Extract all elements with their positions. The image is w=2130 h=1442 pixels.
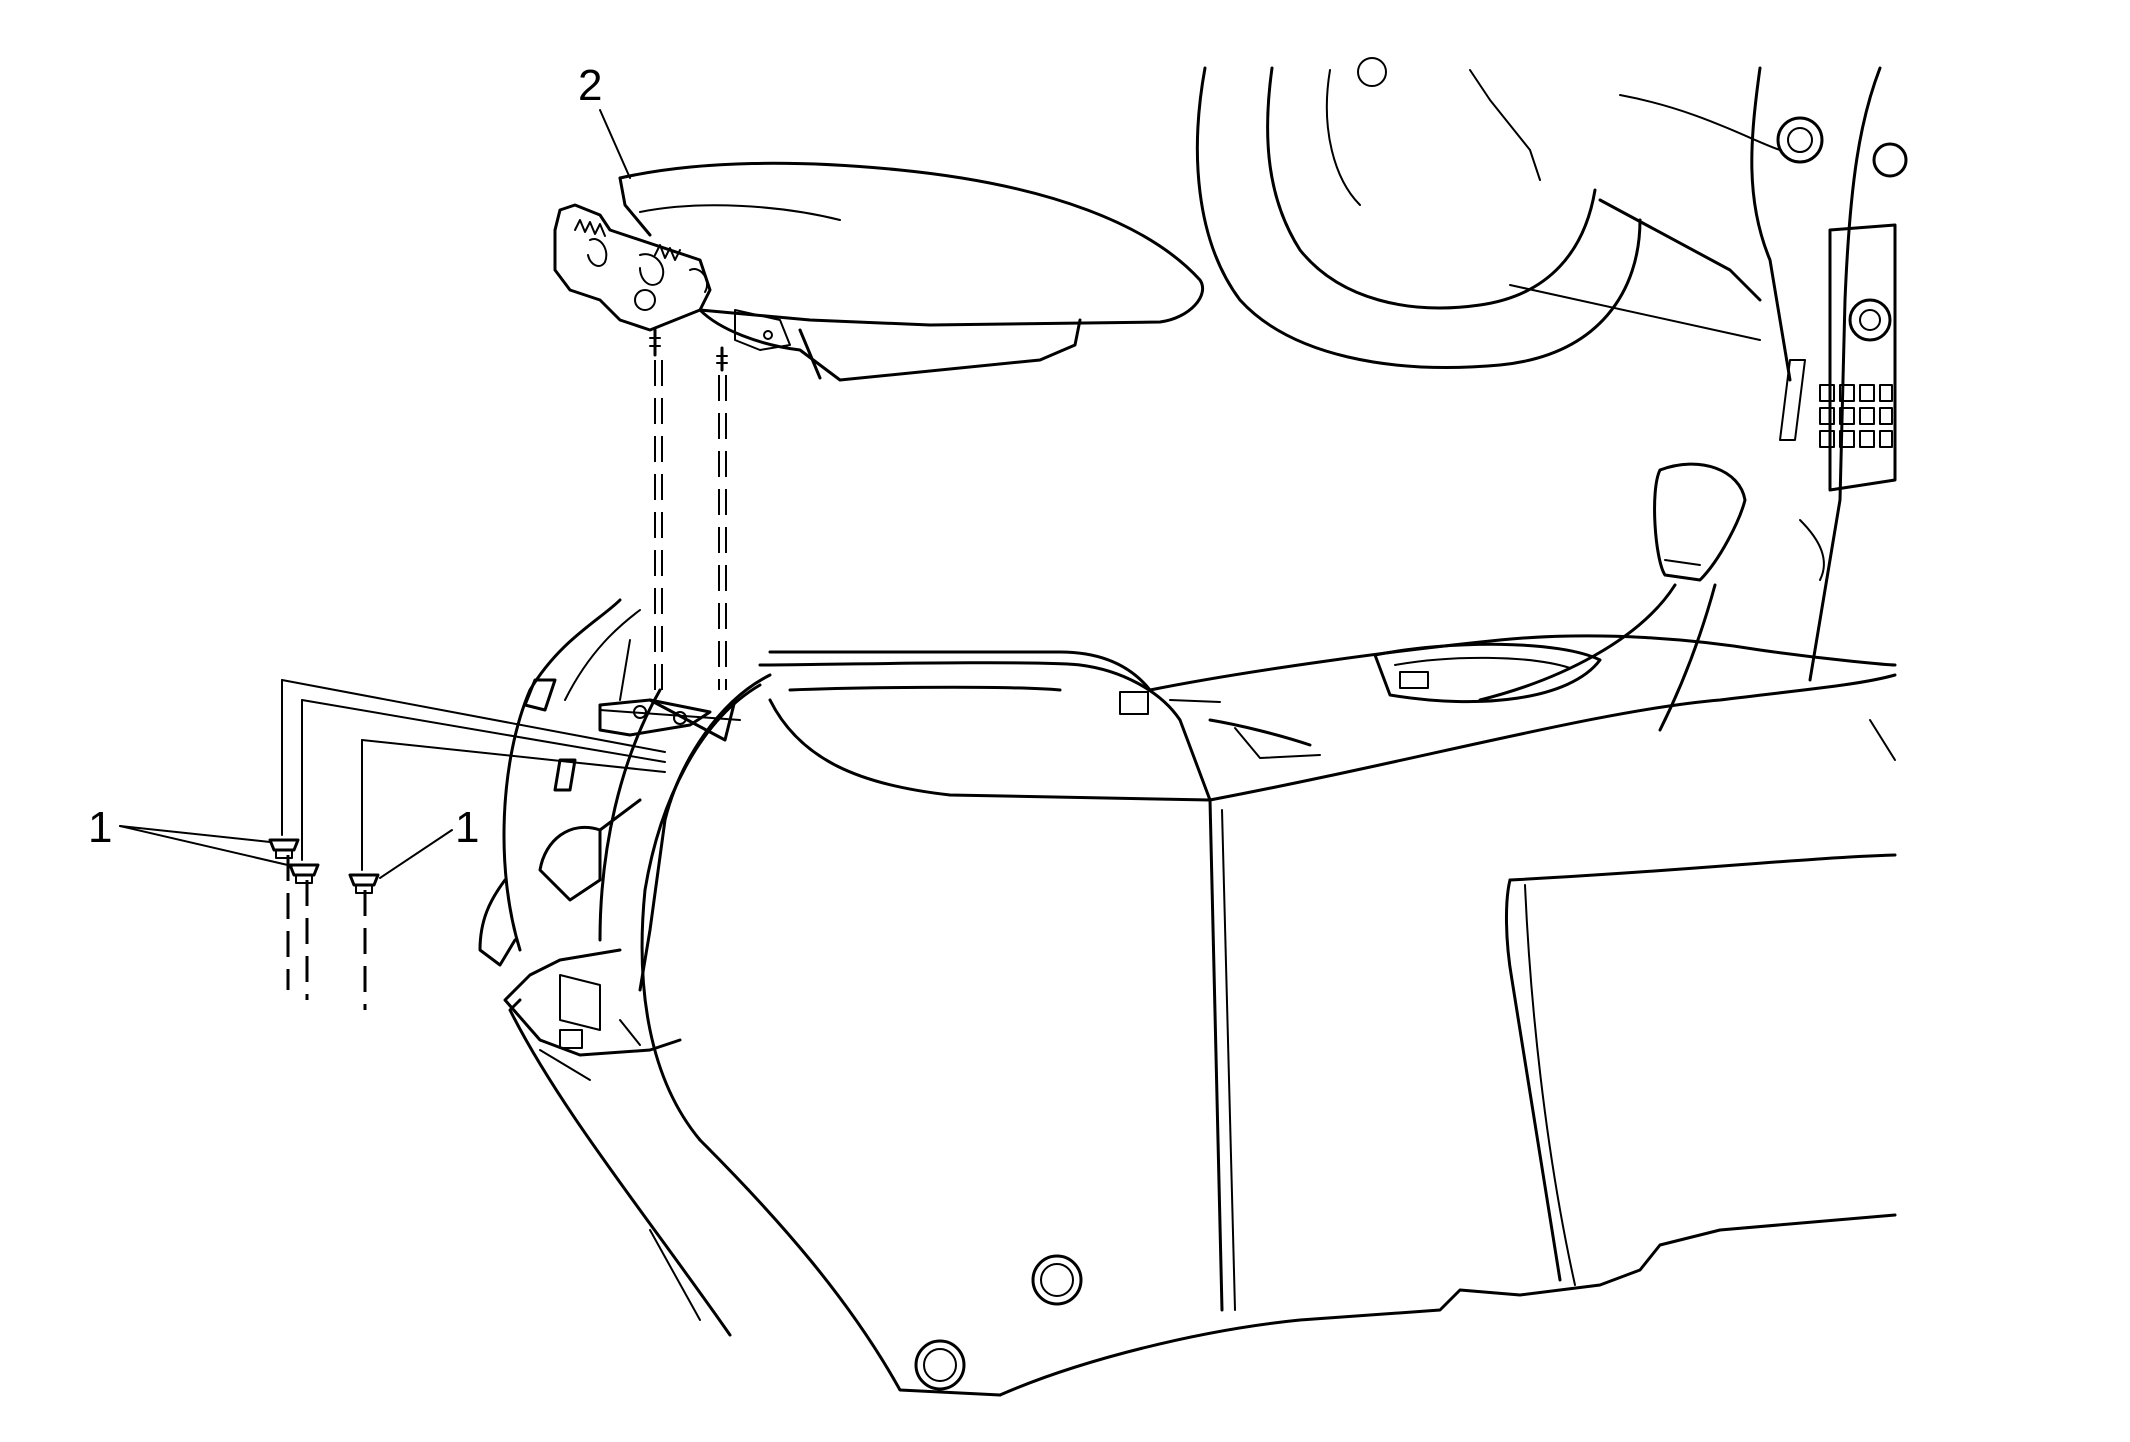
callout-2: 2 [578, 61, 631, 179]
console-rear-frame [478, 598, 772, 1057]
nut-1b [288, 863, 320, 884]
armrest-assembly [553, 161, 1204, 382]
nut-1c [348, 873, 380, 894]
nut-1a [268, 838, 300, 859]
callout-1-left-label: 1 [88, 803, 112, 852]
instrument-panel [1509, 66, 1908, 682]
callout-1-right: 1 [379, 803, 479, 879]
steering-wheel [1195, 57, 1642, 369]
callout-1-left: 1 [88, 803, 293, 867]
gear-shifter [1478, 462, 1747, 732]
console-top-surface [768, 634, 1897, 802]
callout-2-label: 2 [578, 61, 602, 110]
alignment-lines [281, 360, 727, 1010]
console-body [508, 661, 1897, 1397]
callout-1-right-label: 1 [455, 803, 479, 852]
nut-fasteners [268, 838, 380, 894]
